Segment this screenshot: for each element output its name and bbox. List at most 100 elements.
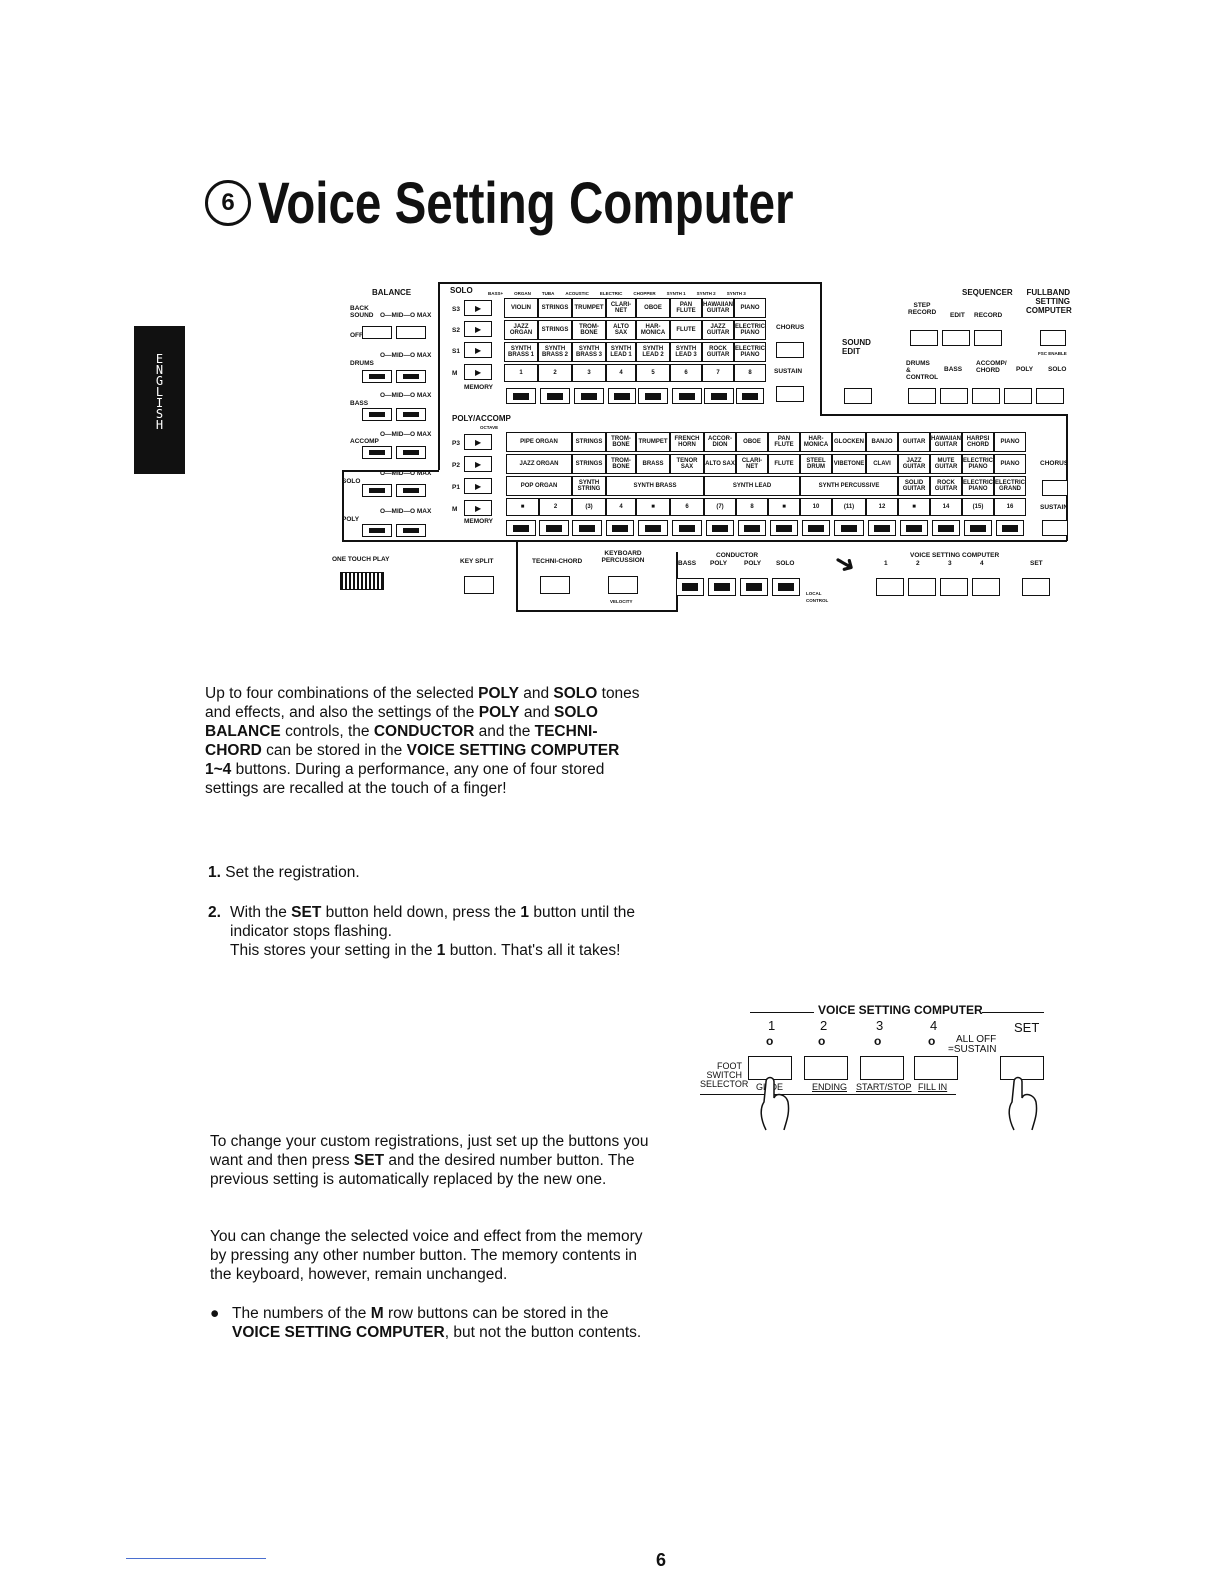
voice-rock-guitar[interactable]: ROCK GUITAR <box>702 342 734 362</box>
memory-number[interactable]: (7) <box>704 498 736 516</box>
memory-number[interactable]: ■ <box>506 498 539 516</box>
part-drums-button[interactable] <box>908 388 936 404</box>
voice-brass[interactable]: BRASS <box>636 454 670 474</box>
techni-chord-button[interactable] <box>540 576 570 594</box>
poly-p2-arrow-button[interactable]: ▶ <box>464 456 492 472</box>
memory-number[interactable]: 2 <box>538 364 572 382</box>
solo-sustain-button[interactable] <box>776 386 804 402</box>
conductor-bass-button[interactable] <box>676 578 704 596</box>
voice-flute[interactable]: FLUTE <box>670 320 702 340</box>
step-record-button[interactable] <box>910 330 938 346</box>
memory-number[interactable]: (11) <box>832 498 866 516</box>
poly-memory-button[interactable] <box>539 520 569 536</box>
voice-synth-brass[interactable]: SYNTH BRASS <box>606 476 704 496</box>
solo-memory-button[interactable] <box>704 388 734 404</box>
poly-memory-button[interactable] <box>868 520 896 536</box>
poly-memory-button[interactable] <box>900 520 928 536</box>
poly-memory-button[interactable] <box>834 520 864 536</box>
voice-strings[interactable]: STRINGS <box>538 320 572 340</box>
voice-pipe-organ[interactable]: PIPE ORGAN <box>506 432 572 452</box>
vsc-2-button[interactable] <box>908 578 936 596</box>
solo-memory-button[interactable] <box>672 388 702 404</box>
voice-tenor-sax[interactable]: TENOR SAX <box>670 454 704 474</box>
solo-s3-arrow-button[interactable]: ▶ <box>464 300 492 316</box>
poly-memory-button[interactable] <box>932 520 960 536</box>
solo-memory-button[interactable] <box>638 388 668 404</box>
solo-s1-arrow-button[interactable]: ▶ <box>464 342 492 358</box>
solo-chorus-button[interactable] <box>776 342 804 358</box>
voice-synth-brass-1[interactable]: SYNTH BRASS 1 <box>504 342 538 362</box>
vsc-set-button[interactable] <box>1022 578 1050 596</box>
voice-alto-sax[interactable]: ALTO SAX <box>704 454 736 474</box>
solo-memory-button[interactable] <box>540 388 570 404</box>
voice-strings[interactable]: STRINGS <box>538 298 572 318</box>
part-accomp-button[interactable] <box>972 388 1000 404</box>
voice-harpsichord[interactable]: HARPSI CHORD <box>962 432 994 452</box>
poly-p1-arrow-button[interactable]: ▶ <box>464 478 492 494</box>
voice-pan-flute[interactable]: PAN FLUTE <box>670 298 702 318</box>
voice-synth-brass-3[interactable]: SYNTH BRASS 3 <box>572 342 606 362</box>
memory-number[interactable]: 6 <box>670 498 704 516</box>
back-sound-min-button[interactable] <box>362 326 392 339</box>
voice-synth-lead-3[interactable]: SYNTH LEAD 3 <box>670 342 702 362</box>
voice-synth-string[interactable]: SYNTH STRING <box>572 476 606 496</box>
voice-pan-flute[interactable]: PAN FLUTE <box>768 432 800 452</box>
key-split-button[interactable] <box>464 576 494 594</box>
voice-clarinet[interactable]: CLARI-NET <box>736 454 768 474</box>
solo-memory-button[interactable] <box>506 388 536 404</box>
drums-min-button[interactable] <box>362 370 392 383</box>
poly-memory-button[interactable] <box>706 520 734 536</box>
solo-min-button[interactable] <box>362 484 392 497</box>
voice-hawaiian-guitar[interactable]: HAWAIIAN GUITAR <box>930 432 962 452</box>
voice-banjo[interactable]: BANJO <box>866 432 898 452</box>
conductor-solo-button[interactable] <box>772 578 800 596</box>
memory-number[interactable]: ■ <box>768 498 800 516</box>
memory-number[interactable]: ■ <box>636 498 670 516</box>
fsc-enable-button[interactable] <box>1040 330 1066 346</box>
part-solo-button[interactable] <box>1036 388 1064 404</box>
voice-accordion[interactable]: ACCOR-DION <box>704 432 736 452</box>
voice-violin[interactable]: VIOLIN <box>504 298 538 318</box>
voice-oboe[interactable]: OBOE <box>636 298 670 318</box>
voice-electric-grand[interactable]: ELECTRIC GRAND <box>994 476 1026 496</box>
voice-mute-guitar[interactable]: MUTE GUITAR <box>930 454 962 474</box>
poly-memory-button[interactable] <box>802 520 830 536</box>
poly-memory-button[interactable] <box>770 520 798 536</box>
sound-edit-button[interactable] <box>844 388 872 404</box>
memory-number[interactable]: (3) <box>572 498 606 516</box>
voice-flute[interactable]: FLUTE <box>768 454 800 474</box>
voice-jazz-organ[interactable]: JAZZ ORGAN <box>504 320 538 340</box>
voice-clarinet[interactable]: CLARI-NET <box>606 298 636 318</box>
conductor-poly-button[interactable] <box>708 578 736 596</box>
vsc-1-button[interactable] <box>876 578 904 596</box>
memory-number[interactable]: 4 <box>606 364 636 382</box>
poly-min-button[interactable] <box>362 524 392 537</box>
voice-synth-lead-1[interactable]: SYNTH LEAD 1 <box>606 342 636 362</box>
vsc-4-button[interactable] <box>972 578 1000 596</box>
poly-memory-button[interactable] <box>996 520 1024 536</box>
voice-vibetone[interactable]: VIBETONE <box>832 454 866 474</box>
keyboard-percussion-button[interactable] <box>608 576 638 594</box>
vsc-4-button[interactable] <box>914 1056 958 1080</box>
voice-piano[interactable]: PIANO <box>994 454 1026 474</box>
vsc-2-button[interactable] <box>804 1056 848 1080</box>
voice-synth-brass-2[interactable]: SYNTH BRASS 2 <box>538 342 572 362</box>
part-bass-button[interactable] <box>940 388 968 404</box>
solo-s2-arrow-button[interactable]: ▶ <box>464 321 492 337</box>
voice-clavi[interactable]: CLAVI <box>866 454 898 474</box>
conductor-poly2-button[interactable] <box>740 578 768 596</box>
memory-number[interactable]: 3 <box>572 364 606 382</box>
voice-electric-piano[interactable]: ELECTRIC PIANO <box>962 476 994 496</box>
voice-glocken[interactable]: GLOCKEN <box>832 432 866 452</box>
voice-piano[interactable]: PIANO <box>994 432 1026 452</box>
voice-jazz-guitar[interactable]: JAZZ GUITAR <box>702 320 734 340</box>
voice-trombone[interactable]: TROM-BONE <box>572 320 606 340</box>
accomp-min-button[interactable] <box>362 446 392 459</box>
voice-electric-piano[interactable]: ELECTRIC PIANO <box>734 342 766 362</box>
solo-max-button[interactable] <box>396 484 426 497</box>
voice-strings[interactable]: STRINGS <box>572 432 606 452</box>
memory-number[interactable]: ■ <box>898 498 930 516</box>
memory-number[interactable]: 16 <box>994 498 1026 516</box>
voice-solid-guitar[interactable]: SOLID GUITAR <box>898 476 930 496</box>
poly-max-button[interactable] <box>396 524 426 537</box>
